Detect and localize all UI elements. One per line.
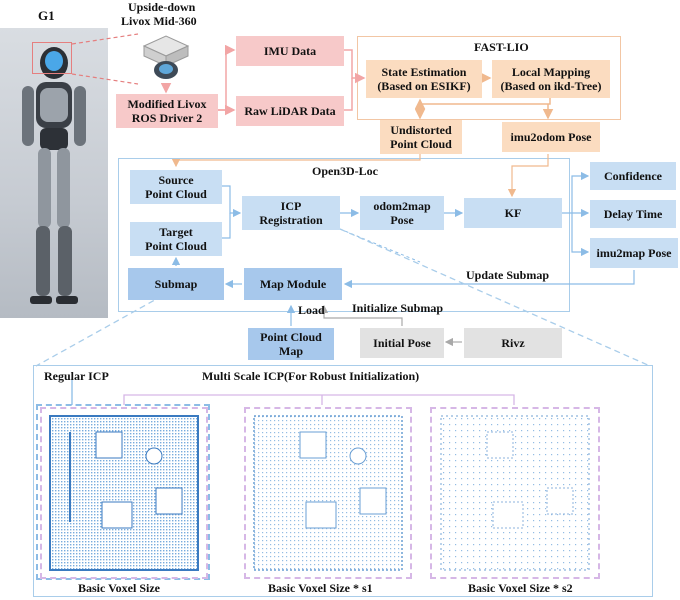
source-line1: Source [158,173,194,187]
pc-map-line2: Map [279,344,303,358]
driver-line1: Modified Livox [127,97,207,111]
bottom-panel [33,365,653,597]
submap-box: Submap [128,268,224,300]
pc-map-line1: Point Cloud [260,330,322,344]
open3d-region [118,158,570,312]
local-map-line2: (Based on ikd-Tree) [500,79,602,93]
local-map-line1: Local Mapping [511,65,591,79]
source-line2: Point Cloud [145,187,207,201]
caption-2: Basic Voxel Size * s1 [268,581,373,595]
pc-frame-1 [40,407,208,579]
caption-3: Basic Voxel Size * s2 [468,581,573,595]
lidar-sensor-icon [138,30,194,84]
imu2odom-box: imu2odom Pose [502,122,600,152]
initialize-submap-label: Initialize Submap [352,301,444,315]
open3d-label: Open3D-Loc [312,164,378,178]
rivz-box: Rivz [464,328,562,358]
icp-line1: ICP [280,199,302,213]
state-est-line1: State Estimation [381,65,467,79]
pc-frame-3 [430,407,600,579]
odom2map-line1: odom2map [373,199,431,213]
point-cloud-medium [253,415,403,571]
robot-name: G1 [38,8,55,23]
delay-time-box: Delay Time [590,200,676,228]
driver-line2: ROS Driver 2 [131,111,203,125]
odom2map-line2: Pose [390,213,414,227]
load-label: Load [298,303,325,317]
initial-pose-box: Initial Pose [360,328,444,358]
target-line1: Target [159,225,193,239]
imu2map-box: imu2map Pose [590,238,678,268]
regular-icp-frame [36,404,210,580]
sensor-title-line2: Livox Mid-360 [121,14,197,28]
imu-data-box: IMU Data [236,36,344,66]
kf-box: KF [464,198,562,228]
map-module-box: Map Module [244,268,342,300]
point-cloud-dense [49,415,199,571]
raw-lidar-box: Raw LiDAR Data [236,96,344,126]
icp-line2: Registration [259,213,323,227]
state-est-line2: (Based on ESIKF) [377,79,471,93]
robot-figure-icon [22,47,86,304]
robot-photo [0,28,108,318]
undistorted-line2: Point Cloud [390,137,452,151]
confidence-box: Confidence [590,162,676,190]
regular-icp-label: Regular ICP [44,369,109,383]
local-mapping-box: Local Mapping(Based on ikd-Tree) [492,60,610,98]
fastlio-label: FAST-LIO [474,40,529,54]
point-cloud-sparse [440,415,590,571]
multi-scale-label: Multi Scale ICP(For Robust Initializatio… [202,369,420,383]
sensor-title-line1: Upside-down [128,0,196,14]
state-estimation-box: State Estimation(Based on ESIKF) [366,60,482,98]
update-submap-label: Update Submap [466,268,550,282]
head-highlight [32,42,72,74]
pc-frame-2 [244,407,412,579]
caption-1: Basic Voxel Size [78,581,161,595]
undistorted-line1: Undistorted [390,123,452,137]
target-line2: Point Cloud [145,239,207,253]
